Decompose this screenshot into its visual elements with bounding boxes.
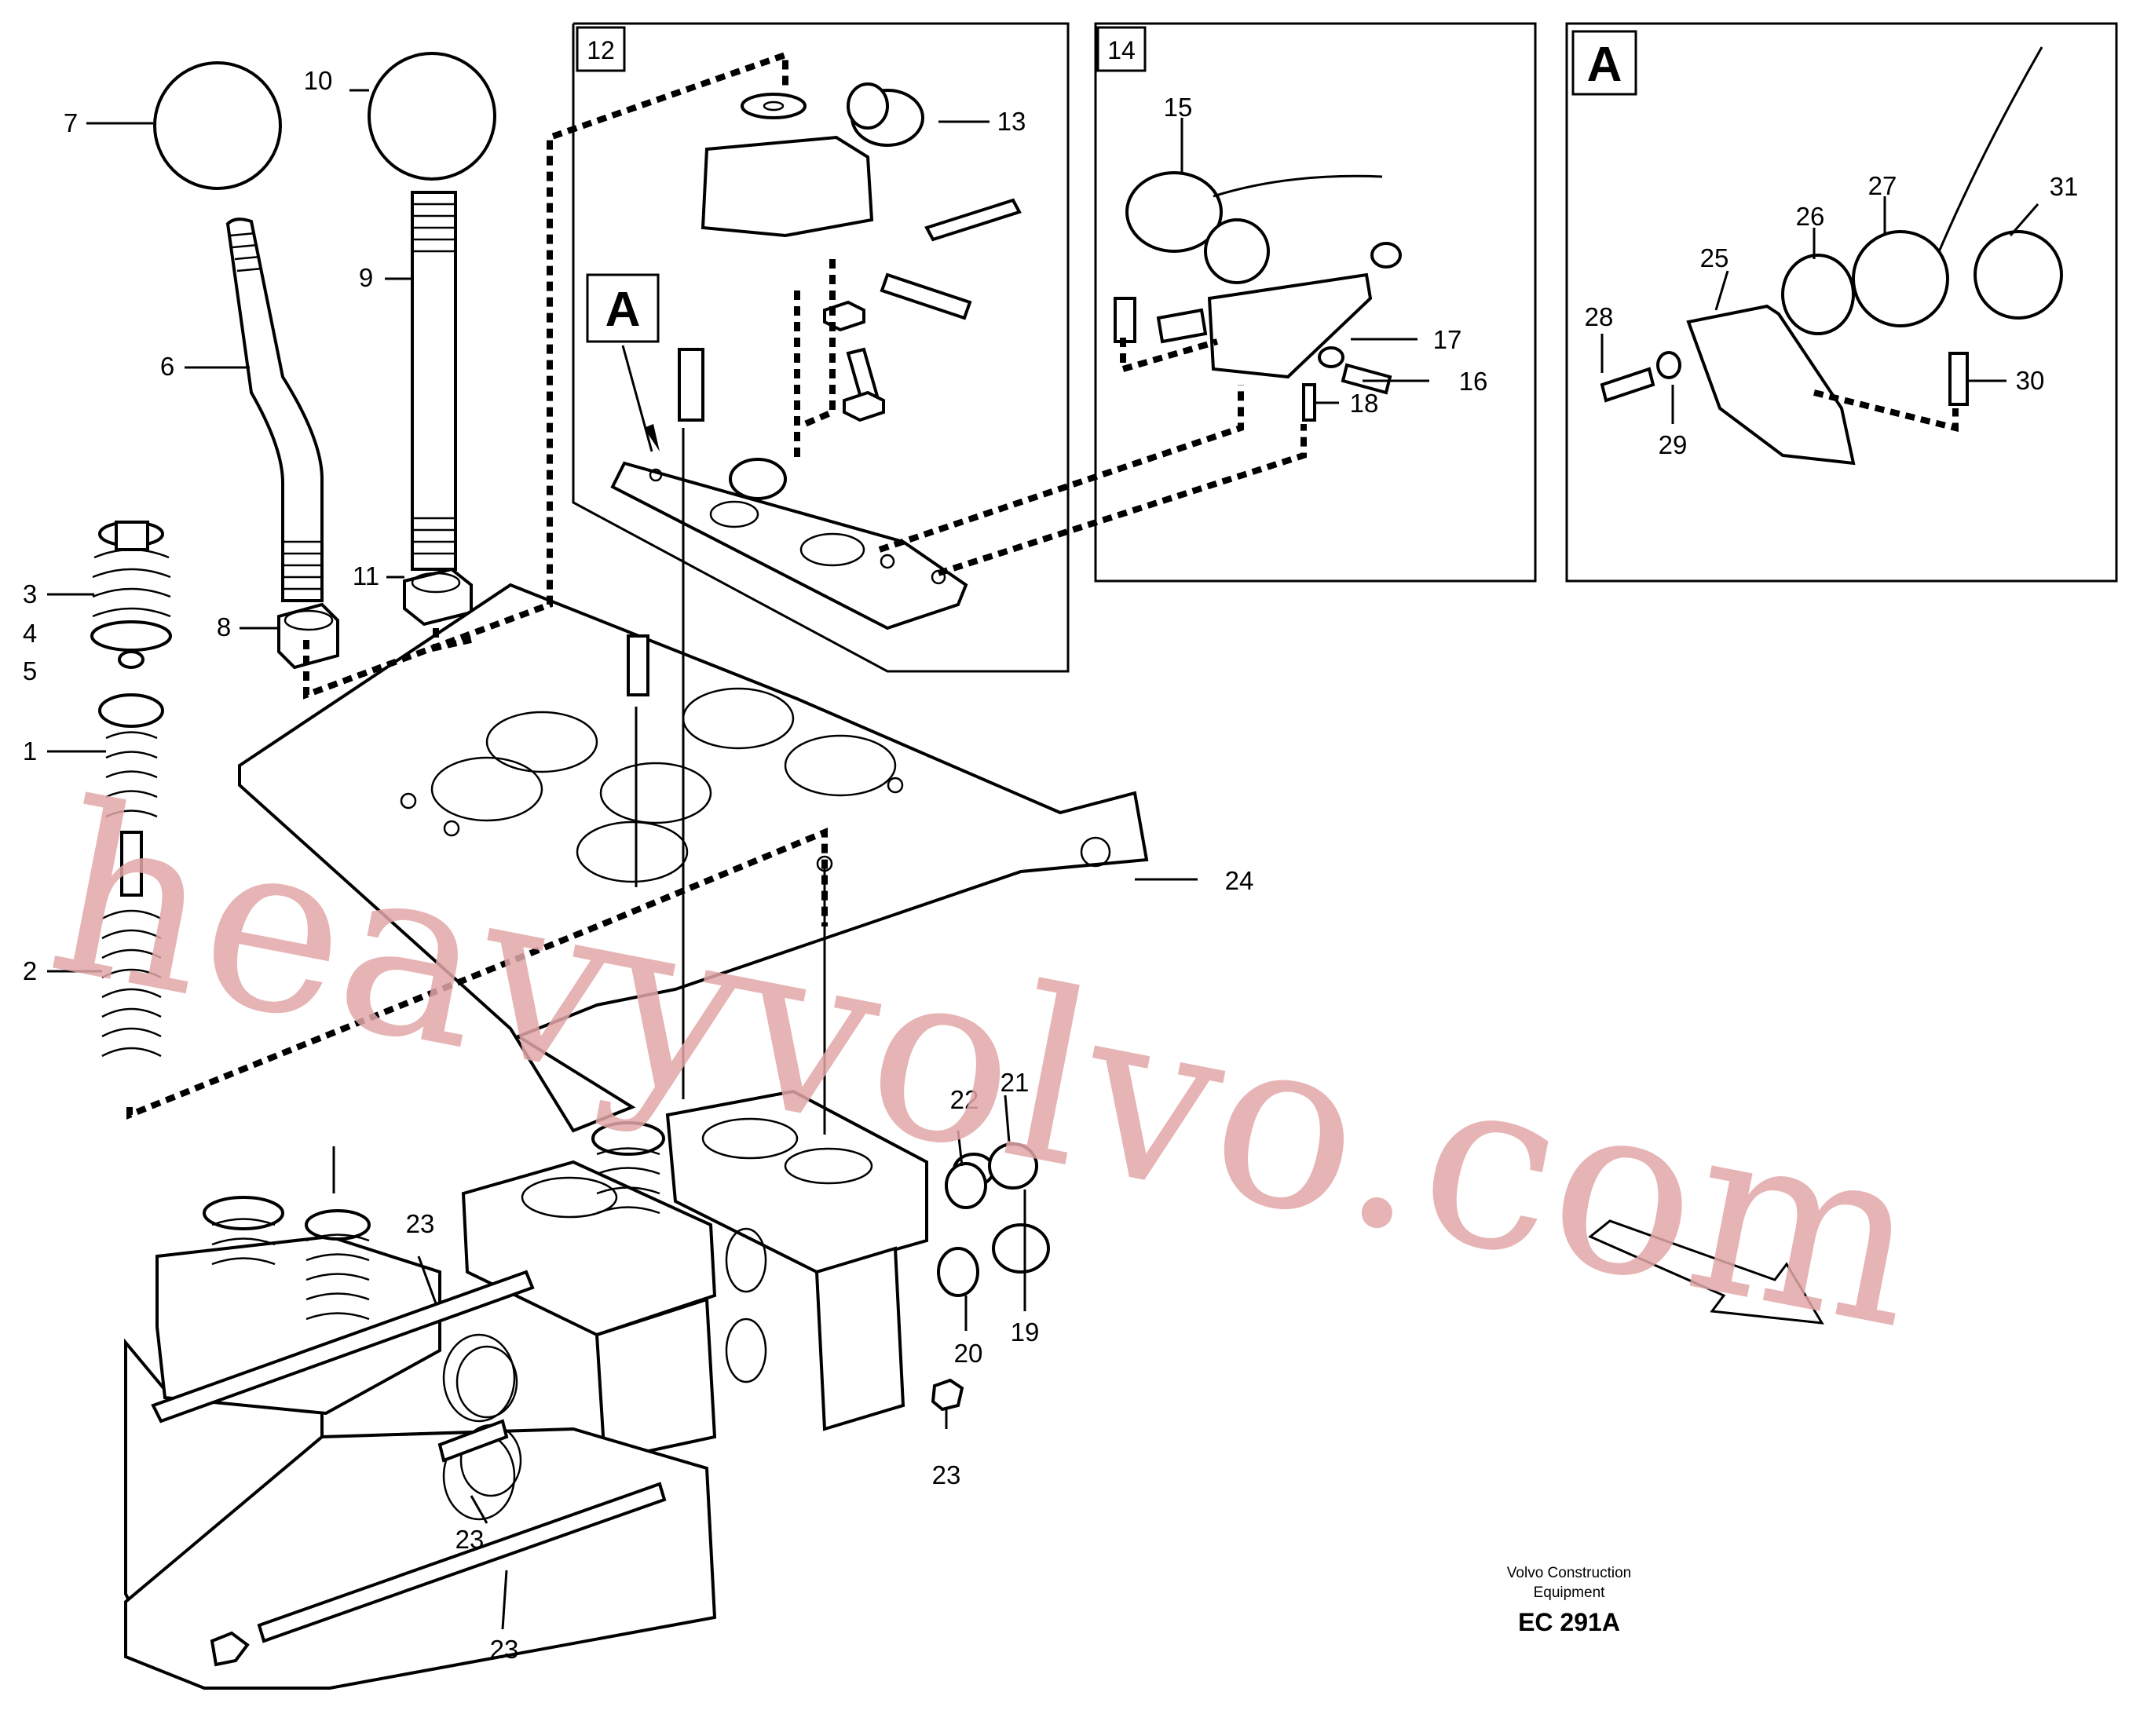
callout-23-a: 23 (406, 1209, 435, 1238)
callout-23-c: 23 (490, 1635, 519, 1664)
callout-labels: 7 10 6 9 8 11 3 4 5 1 2 13 15 16 17 18 2… (23, 66, 2079, 1664)
knob-10 (368, 52, 496, 181)
dashed-connectors (126, 50, 1959, 1193)
callout-11: 11 (353, 561, 379, 590)
callout-10: 10 (304, 66, 333, 95)
callout-18: 18 (1350, 389, 1379, 418)
callout-16: 16 (1459, 367, 1488, 396)
callout-6: 6 (160, 352, 174, 381)
callout-leaders (47, 89, 2039, 1630)
box-A-label: A (1587, 38, 1622, 92)
callout-21: 21 (1000, 1068, 1030, 1097)
box-12-tag (576, 26, 626, 72)
tie-rod-lower (257, 1482, 667, 1643)
callout-23-b: 23 (455, 1525, 485, 1554)
lever-6 (225, 217, 324, 602)
screw-30 (1948, 352, 1969, 406)
callout-9: 9 (359, 263, 373, 292)
callout-3: 3 (23, 579, 37, 609)
callout-30: 30 (2016, 366, 2045, 395)
box-A-tag (1571, 30, 1637, 96)
footer-company: Volvo Construction (1507, 1565, 1631, 1581)
callout-23-d: 23 (932, 1460, 961, 1489)
detail-box-14: 14 (1094, 22, 1537, 583)
callout-17: 17 (1433, 325, 1462, 354)
callout-29: 29 (1659, 430, 1688, 459)
spring-2 (101, 909, 162, 1058)
callout-24: 24 (1225, 866, 1254, 895)
callout-13: 13 (997, 107, 1026, 136)
lever-9 (411, 191, 457, 571)
view-marker-A: A (586, 273, 660, 452)
callout-25: 25 (1700, 243, 1729, 272)
callout-8: 8 (217, 612, 231, 641)
callout-26: 26 (1796, 202, 1825, 231)
callout-7: 7 (64, 108, 78, 137)
washer-22 (945, 1162, 987, 1209)
plunger-1 (98, 693, 164, 897)
callout-5: 5 (23, 656, 37, 685)
box-14-tag (1096, 26, 1147, 72)
callout-31: 31 (2050, 172, 2079, 201)
callout-28: 28 (1585, 302, 1614, 331)
screw-28 (1600, 367, 1655, 403)
footer-equipment: Equipment (1534, 1584, 1606, 1601)
disc-26 (1781, 254, 1855, 335)
detail-A-parts (1600, 46, 2063, 466)
bracket-25 (1686, 304, 1856, 466)
callout-2: 2 (23, 956, 37, 985)
callout-1: 1 (23, 736, 37, 766)
callout-4: 4 (23, 619, 37, 648)
valve-block-assembly (124, 1089, 1050, 1690)
detail-box-A: A (1565, 22, 2118, 583)
switch-housing-12 (610, 82, 1022, 630)
callout-19: 19 (1011, 1318, 1040, 1347)
detail-box-12: 12 (572, 22, 1070, 673)
callout-20: 20 (954, 1339, 983, 1368)
view-marker-label: A (605, 283, 641, 337)
knob-7 (153, 61, 282, 190)
callout-22: 22 (950, 1085, 979, 1114)
plug-21 (988, 1142, 1038, 1190)
box-12-label: 12 (587, 36, 615, 64)
nut-8 (277, 602, 339, 670)
nut-23-lower (210, 1631, 250, 1667)
sensor-27 (1852, 230, 1949, 327)
box-14-label: 14 (1107, 36, 1136, 64)
washer-20 (937, 1247, 979, 1297)
sensor-15 (1114, 171, 1402, 422)
footer-code: EC 291A (1518, 1608, 1620, 1636)
callout-15: 15 (1164, 93, 1193, 122)
button-31 (1974, 230, 2063, 320)
tie-rod-upper (151, 1270, 535, 1424)
nut-23-right (931, 1378, 964, 1412)
spring-assembly-3-4-5 (90, 521, 172, 669)
footer: Volvo Construction Equipment EC 291A (1507, 1565, 1631, 1636)
direction-arrow (1588, 1219, 1824, 1325)
plug-19 (992, 1223, 1050, 1274)
washer-29 (1656, 351, 1681, 379)
callout-27: 27 (1868, 171, 1897, 200)
